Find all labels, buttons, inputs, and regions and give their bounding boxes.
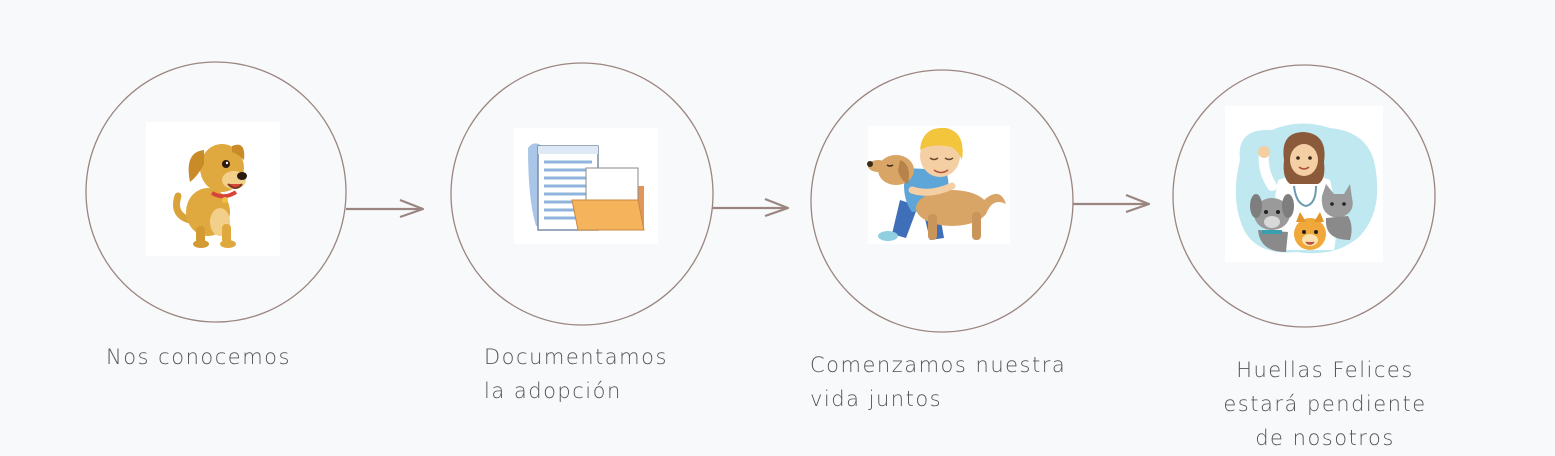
- step-3-label: Comenzamos nuestra vida juntos: [810, 353, 1067, 411]
- documents-folder-icon: [514, 128, 658, 244]
- step-4-circle: [1172, 64, 1436, 328]
- arrow-1: [346, 198, 425, 219]
- step-3: [810, 69, 1074, 333]
- arrow-2: [712, 197, 790, 218]
- step-1-label: Nos conocemos: [106, 345, 291, 369]
- puppy-icon: [146, 122, 280, 256]
- vet-with-pets-icon: [1225, 106, 1383, 262]
- arrow-3: [1073, 193, 1151, 214]
- step-2-circle: [450, 62, 714, 326]
- boy-hugging-dog-icon: [867, 126, 1010, 244]
- step-2-label: Documentamos la adopción: [484, 345, 668, 403]
- step-4: [1172, 64, 1436, 328]
- step-1-circle: [85, 61, 347, 323]
- step-2: [450, 62, 714, 326]
- step-3-circle: [810, 69, 1074, 333]
- step-1: [85, 61, 347, 323]
- step-4-label: Huellas Felices estará pendiente de noso…: [1223, 358, 1427, 450]
